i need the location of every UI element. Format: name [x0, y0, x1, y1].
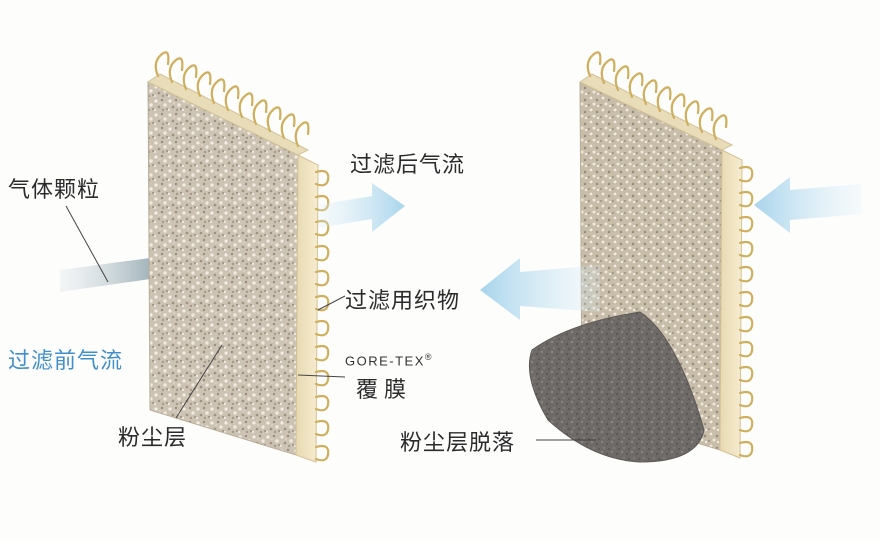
pulse-air-arrow-icon: [754, 177, 862, 233]
right-top-fibers-icon: [586, 51, 728, 141]
gore-tex-label: GORE-TEX®: [345, 352, 433, 368]
right-filter-panel: [480, 51, 862, 463]
leader-dust-layer: [175, 344, 223, 419]
incoming-gas-arrow-icon: [60, 245, 178, 292]
registered-mark: ®: [424, 352, 434, 362]
filter-fabric-edge: [295, 154, 319, 463]
filter-top-edge: [146, 73, 310, 156]
gas-particles-label: 气体颗粒: [8, 178, 101, 203]
top-fibers-icon: [154, 51, 310, 148]
right-side-fibers-icon: [738, 165, 754, 458]
gore-tex-text: GORE-TEX: [345, 353, 425, 369]
leader-membrane: [297, 374, 346, 378]
leader-fabric: [317, 295, 346, 311]
reverse-flow-arrow-icon: [480, 258, 600, 320]
after-flow-label: 过滤后气流: [350, 153, 466, 178]
left-filter-panel: [60, 51, 405, 463]
dust-fall-label: 粉尘层脱落: [400, 431, 516, 456]
membrane-label: 覆膜: [356, 378, 413, 403]
right-panel-top: [578, 73, 734, 151]
leader-gas-particles: [65, 205, 109, 283]
dust-layer-label: 粉尘层: [118, 426, 188, 451]
right-panel-edge: [719, 149, 743, 459]
filtered-flow-arrow-icon: [318, 183, 405, 232]
filter-fabric-label: 过滤用织物: [345, 289, 461, 314]
before-flow-label: 过滤前气流: [8, 349, 124, 374]
dust-cake-icon: [528, 311, 705, 463]
